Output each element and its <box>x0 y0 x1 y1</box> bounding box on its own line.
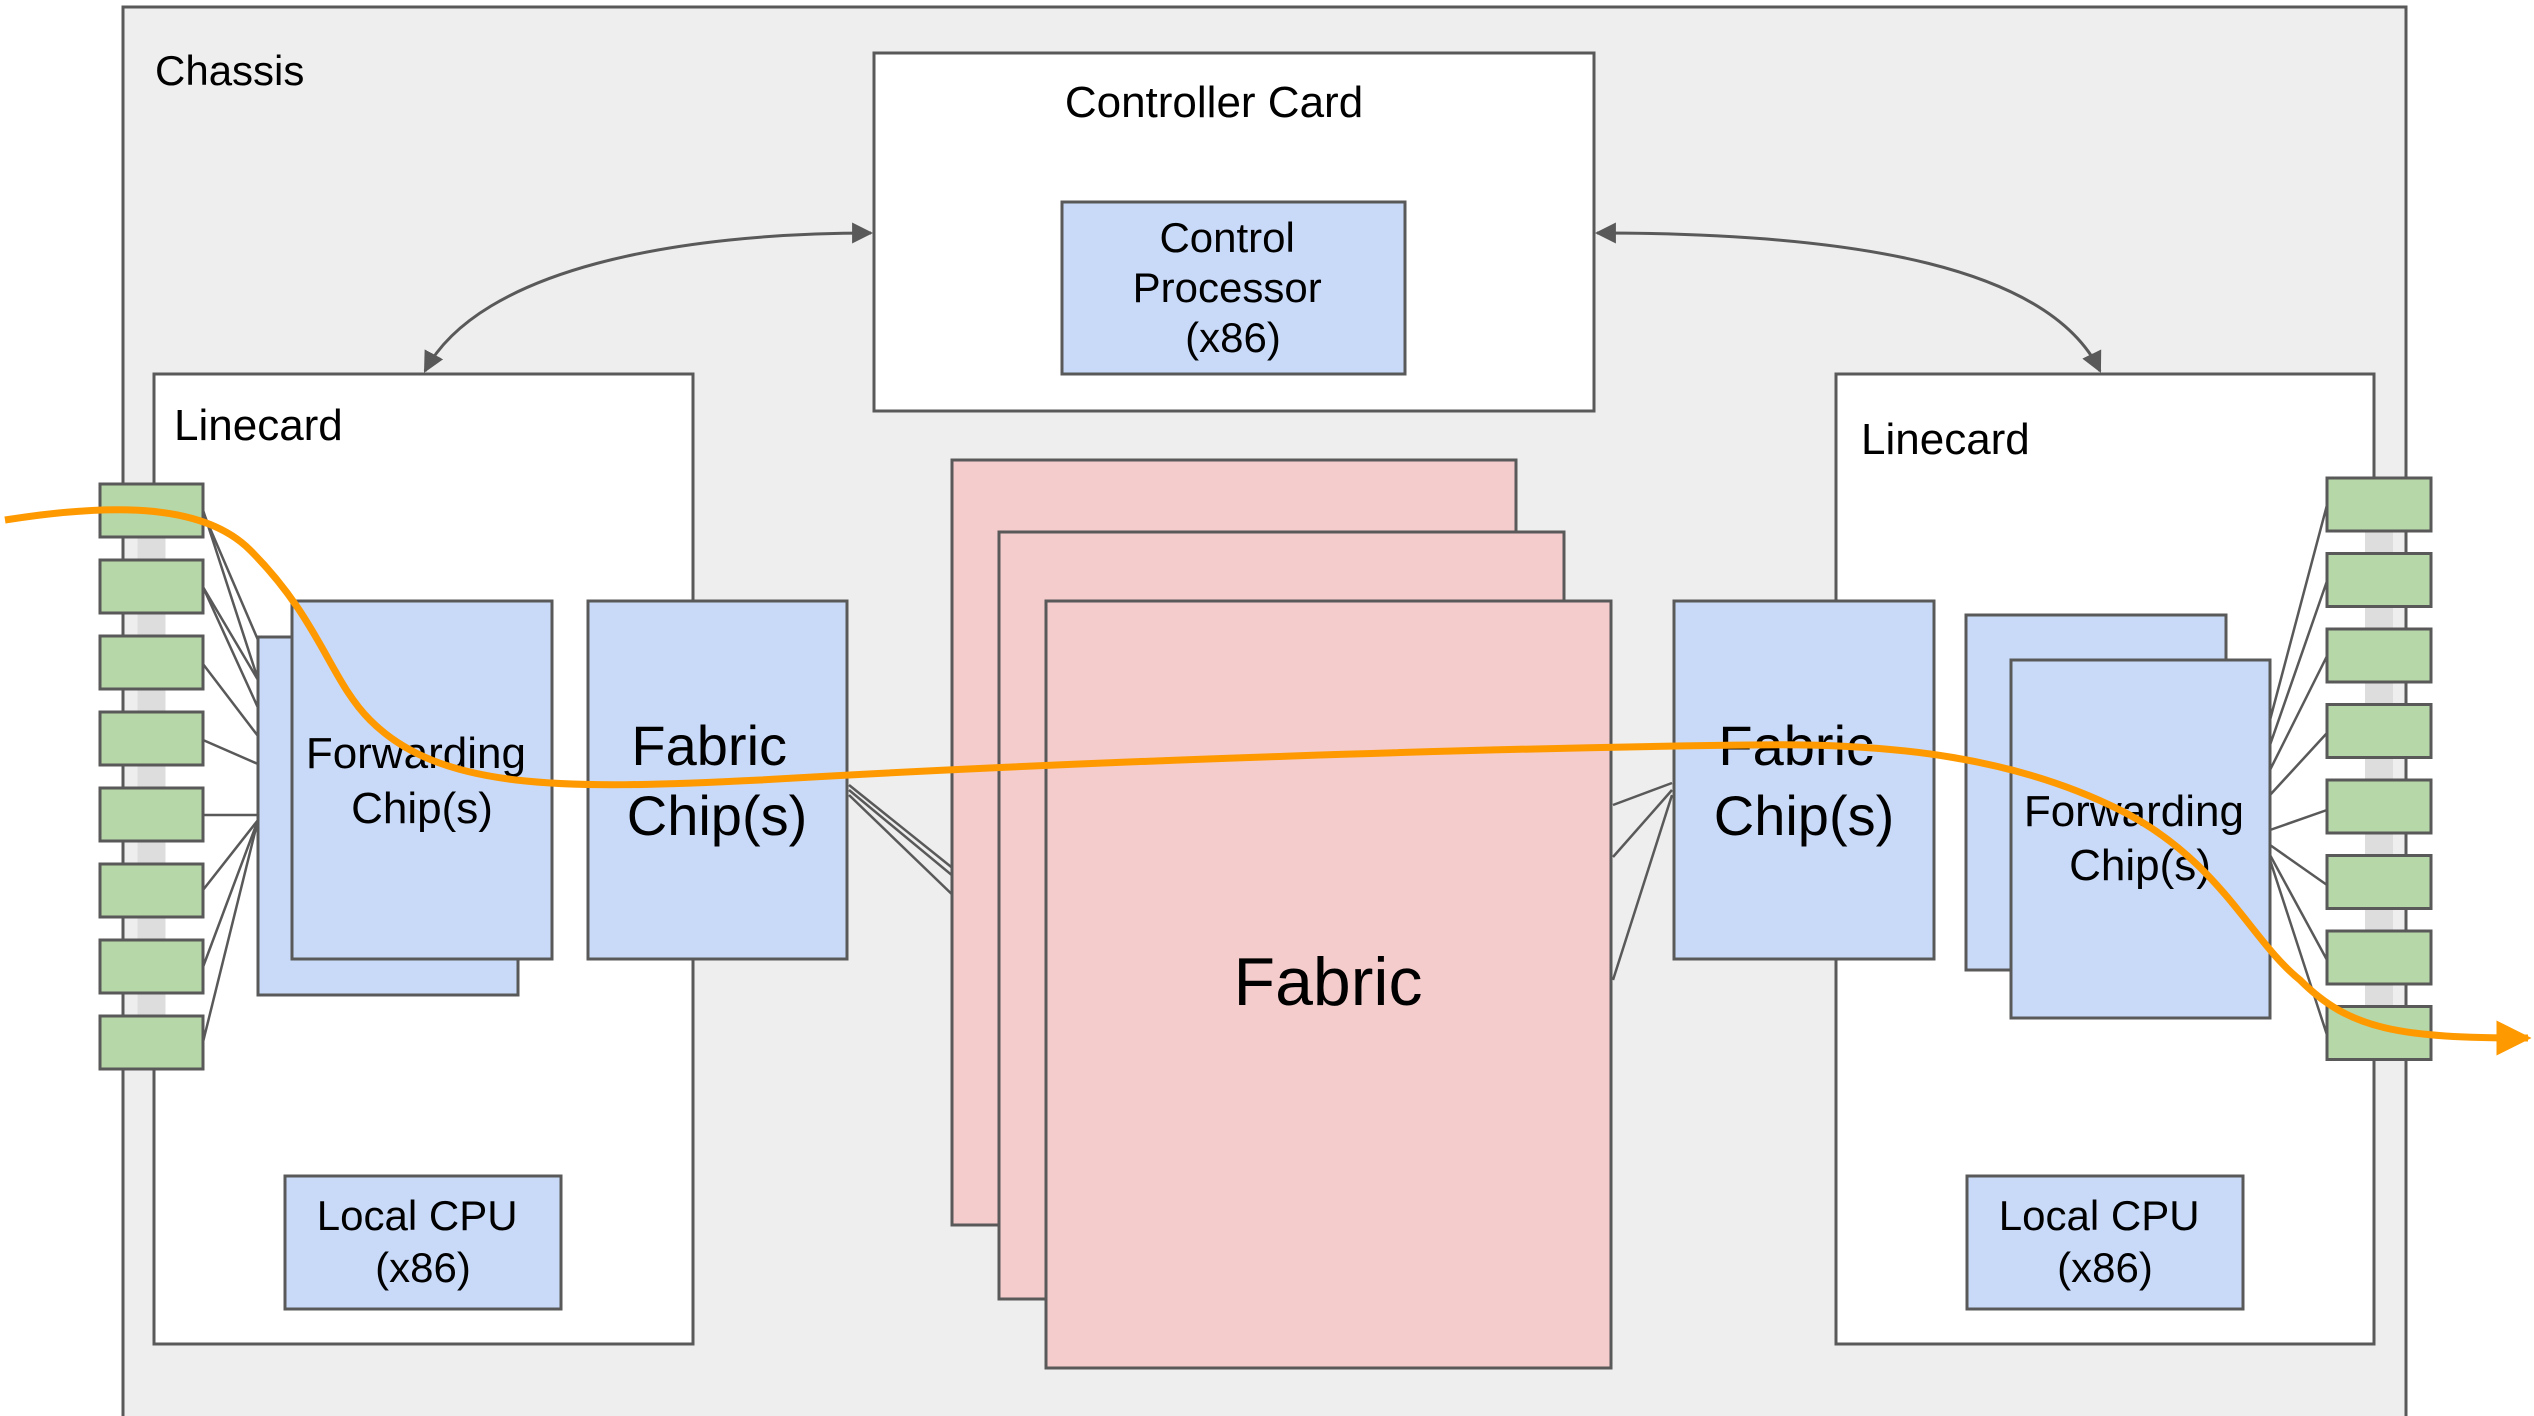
left-fabric-chip-label: Fabric Chip(s) <box>627 714 807 847</box>
left-port <box>98 634 205 691</box>
fabric-card-3 <box>1044 599 1613 1370</box>
right-local-cpu <box>1965 1174 2245 1311</box>
left-port <box>98 938 205 995</box>
left-local-cpu-label: Local CPU (x86) <box>317 1192 529 1291</box>
left-port <box>98 558 205 615</box>
right-port <box>2325 929 2433 986</box>
control-link-left <box>423 222 874 373</box>
packet-path-line <box>4 506 2532 1056</box>
right-port <box>2325 778 2433 835</box>
left-linecard-label: Linecard <box>174 401 343 450</box>
left-port <box>98 710 205 767</box>
controller-card-label: Controller Card <box>1065 78 1363 127</box>
left-port <box>98 862 205 919</box>
left-port <box>98 1014 205 1071</box>
right-fabric-wires <box>1611 781 1674 981</box>
right-linecard-label: Linecard <box>1861 415 2030 464</box>
control-processor <box>1060 200 1407 376</box>
right-port <box>2325 627 2433 684</box>
left-port-group <box>98 482 205 1071</box>
control-link-right <box>1594 222 2102 373</box>
right-port <box>2325 552 2433 608</box>
left-port <box>98 786 205 843</box>
right-port <box>2325 703 2433 759</box>
right-fabric-chip <box>1672 599 1936 961</box>
control-processor-label: Control Processor (x86) <box>1133 214 1334 361</box>
chassis-label: Chassis <box>155 47 304 94</box>
fabric-label: Fabric <box>1234 944 1423 1020</box>
right-port <box>2325 476 2433 533</box>
right-forwarding-chip-label: Forwarding Chip(s) <box>2024 787 2256 890</box>
right-port-wires <box>2268 504 2329 1036</box>
left-local-cpu <box>283 1174 563 1311</box>
right-port <box>2325 854 2433 910</box>
right-local-cpu-label: Local CPU (x86) <box>1999 1192 2211 1291</box>
right-forwarding-chip <box>2009 658 2272 1020</box>
